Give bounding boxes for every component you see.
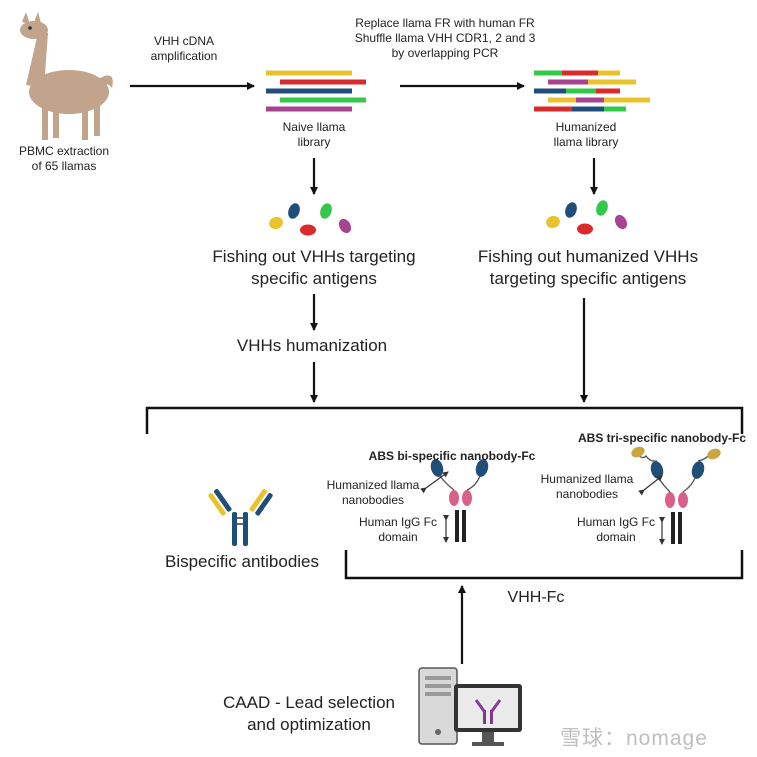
trispecific-nanobody-title: ABS tri-specific nanobody-Fc xyxy=(577,431,747,445)
llama-icon xyxy=(20,12,113,140)
trispecific-nanobody-fc-icon xyxy=(631,446,721,544)
vhh-fc-bracket xyxy=(344,550,744,580)
vhh-blobs-right-icon xyxy=(546,200,628,235)
humanization-label: VHHs humanization xyxy=(236,336,388,355)
amplification-label: VHH cDNA amplification xyxy=(150,34,218,63)
bispecific-label: Bispecific antibodies xyxy=(164,552,320,571)
arrow-nanobody-right xyxy=(638,475,663,496)
fishing-right-label: Fishing out humanized VHHs targeting spe… xyxy=(477,247,699,289)
humanized-nanobodies-left-label: Humanized llama nanobodies xyxy=(326,478,420,507)
humanized-library-icon xyxy=(534,70,650,112)
caad-label: CAAD - Lead selection and optimization xyxy=(223,693,395,735)
pbmc-label: PBMC extraction of 65 llamas xyxy=(18,144,110,173)
arrow-nanobody-left xyxy=(420,471,449,494)
computer-icon xyxy=(418,667,522,746)
top-bracket xyxy=(145,406,744,434)
bispecific-nanobody-title: ABS bi-specific nanobody-Fc xyxy=(368,449,536,463)
human-fc-left-label: Human IgG Fc domain xyxy=(358,515,438,544)
humanized-nanobodies-right-label: Humanized llama nanobodies xyxy=(540,472,634,501)
vhh-blobs-left-icon xyxy=(269,203,352,236)
naive-library-label: Naive llama library xyxy=(282,120,346,149)
antibody-icon xyxy=(208,488,273,546)
replace-label: Replace llama FR with human FR Shuffle l… xyxy=(354,16,536,60)
humanized-library-label: Humanized llama library xyxy=(553,120,619,149)
watermark: 雪球：nomage xyxy=(560,727,708,750)
bispecific-nanobody-fc-icon xyxy=(430,459,489,542)
vhh-fc-label: VHH-Fc xyxy=(507,589,565,606)
fishing-left-label: Fishing out VHHs targeting specific anti… xyxy=(212,247,416,289)
human-fc-right-label: Human IgG Fc domain xyxy=(576,515,656,544)
naive-library-icon xyxy=(266,70,366,112)
